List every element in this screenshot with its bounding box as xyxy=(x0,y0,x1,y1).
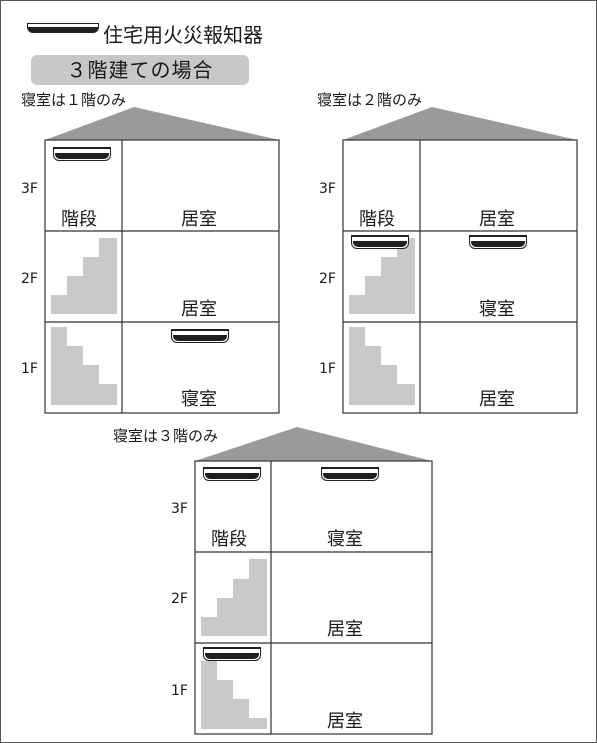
floor-label-2f: 2F xyxy=(21,271,38,287)
room-label-stairs: 階段 xyxy=(61,209,97,230)
stairs-1f xyxy=(51,327,117,405)
smoke-alarm-icon xyxy=(203,647,261,661)
room-label-stairs: 階段 xyxy=(211,529,247,550)
room-label-1f: 居室 xyxy=(479,389,515,410)
room-label-2f: 寝室 xyxy=(479,299,515,320)
floor-label-1f: 1F xyxy=(171,683,188,699)
floor-label-1f: 1F xyxy=(319,361,336,377)
house-outline xyxy=(342,139,578,414)
house-case-2-drawing xyxy=(342,107,578,414)
floor-label-1f: 1F xyxy=(21,361,38,377)
smoke-alarm-icon xyxy=(351,235,409,249)
room-label-2f: 居室 xyxy=(327,619,363,640)
case-2-title: 寝室は２階のみ xyxy=(317,91,423,109)
floor-label-3f: 3F xyxy=(319,181,336,197)
room-label-2f: 居室 xyxy=(181,299,217,320)
smoke-alarm-icon xyxy=(321,467,379,481)
house-outline xyxy=(44,139,280,414)
banner-three-story: ３階建ての場合 xyxy=(31,55,249,85)
case-1-title: 寝室は１階のみ xyxy=(21,91,127,109)
smoke-alarm-icon xyxy=(171,329,229,343)
room-label-stairs: 階段 xyxy=(359,209,395,230)
house-case-3-drawing xyxy=(194,427,433,735)
roof xyxy=(195,427,432,461)
roof xyxy=(45,107,279,140)
room-label-3f: 居室 xyxy=(479,209,515,230)
legend-label: 住宅用火災報知器 xyxy=(103,23,263,47)
house-case-2: 3F 2F 1F 階段 居室 寝室 居室 xyxy=(315,107,585,415)
stairs-2f xyxy=(349,238,415,314)
house-outline xyxy=(194,460,433,735)
stairs-2f xyxy=(51,238,117,314)
floor-label-2f: 2F xyxy=(319,271,336,287)
room-label-1f: 居室 xyxy=(327,711,363,732)
smoke-alarm-icon xyxy=(53,147,111,161)
room-label-1f: 寝室 xyxy=(181,389,217,410)
room-label-3f: 寝室 xyxy=(327,529,363,550)
room-label-3f: 居室 xyxy=(181,209,217,230)
stairs-1f xyxy=(349,327,415,405)
house-case-1-drawing xyxy=(44,107,280,414)
roof xyxy=(343,107,577,140)
floor-label-3f: 3F xyxy=(171,501,188,517)
house-case-1: 3F 2F 1F 階段 居室 居室 寝室 xyxy=(17,107,287,415)
stairs-2f xyxy=(201,559,267,636)
floor-label-2f: 2F xyxy=(171,591,188,607)
stairs-1f xyxy=(201,661,267,729)
case-3-title: 寝室は３階のみ xyxy=(113,427,219,445)
house-case-3: 3F 2F 1F 階段 寝室 居室 居室 xyxy=(167,427,437,737)
smoke-alarm-icon xyxy=(27,23,99,33)
floor-label-3f: 3F xyxy=(21,181,38,197)
smoke-alarm-icon xyxy=(469,235,527,249)
smoke-alarm-icon xyxy=(203,467,261,481)
